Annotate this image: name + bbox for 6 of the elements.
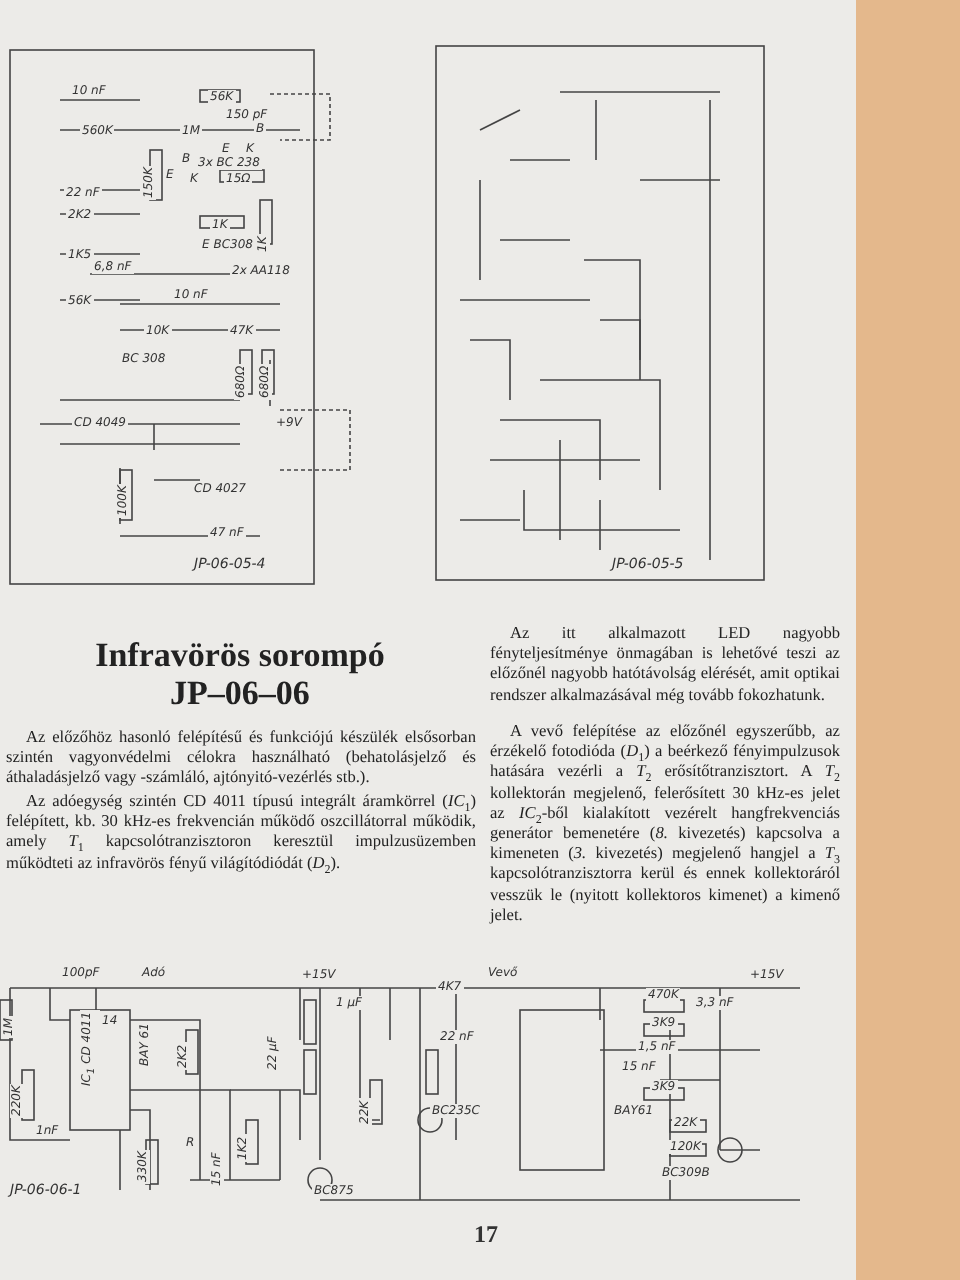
page-number: 17 — [472, 1222, 500, 1248]
article-title: Infravörös sorompó JP–06–06 — [93, 636, 387, 712]
body-text: Az adóegység szintén CD 4011 típusú integrált áramkörrel (IC$_{1}$) felépített, kb. 30 kHz-es frekvencián működő oszcillátorral működik, amely T$_{1}$ kapcsolótranzisztoron keresztül impulzusüzemben működteti az infravörös fényű világítódiódát (D$_{2}$). — [6, 792, 476, 874]
body-text: Az itt alkalmazott LED nagyobb fényteljesítménye önmagában is lehetővé teszi az előzőnél nagyobb hatótávolság elérését, amit optikai rendszer alkalmazásával még tovább fokozhatunk. — [490, 624, 840, 706]
body-text: A vevő felépítése az előzőnél egyszerűbb, az érzékelő fotodióda (D$_{1}$) a beérkező fényimpulzusok hatására vezérli a T$_{2}$ erősítőtranzisztort. A T$_{2}$ kollektorán megjelenő, felerősített 30 kHz-es jelet az IC$_{2}$-ből kialakított vezérelt hangfrekvenciás generátor bemenetére (8. kivezetés) kapcsolva a kimeneten (3. kivezetés) megjelenő hangjel a T$_{3}$ kapcsolótranzisztorra kerül és ennek kollektoráról vesszük le (nyitott kollektoros kimenet) a kimenő jelet. — [490, 722, 840, 927]
body-text: Az előzőhöz hasonló felépítésű és funkciójú készülék elsősorban szintén vagyonvédelmi célokra használható (behatolásjelző és áthaladásjelző vagy -számláló, ajtónyitó-vezérlés stb.). — [6, 728, 476, 790]
